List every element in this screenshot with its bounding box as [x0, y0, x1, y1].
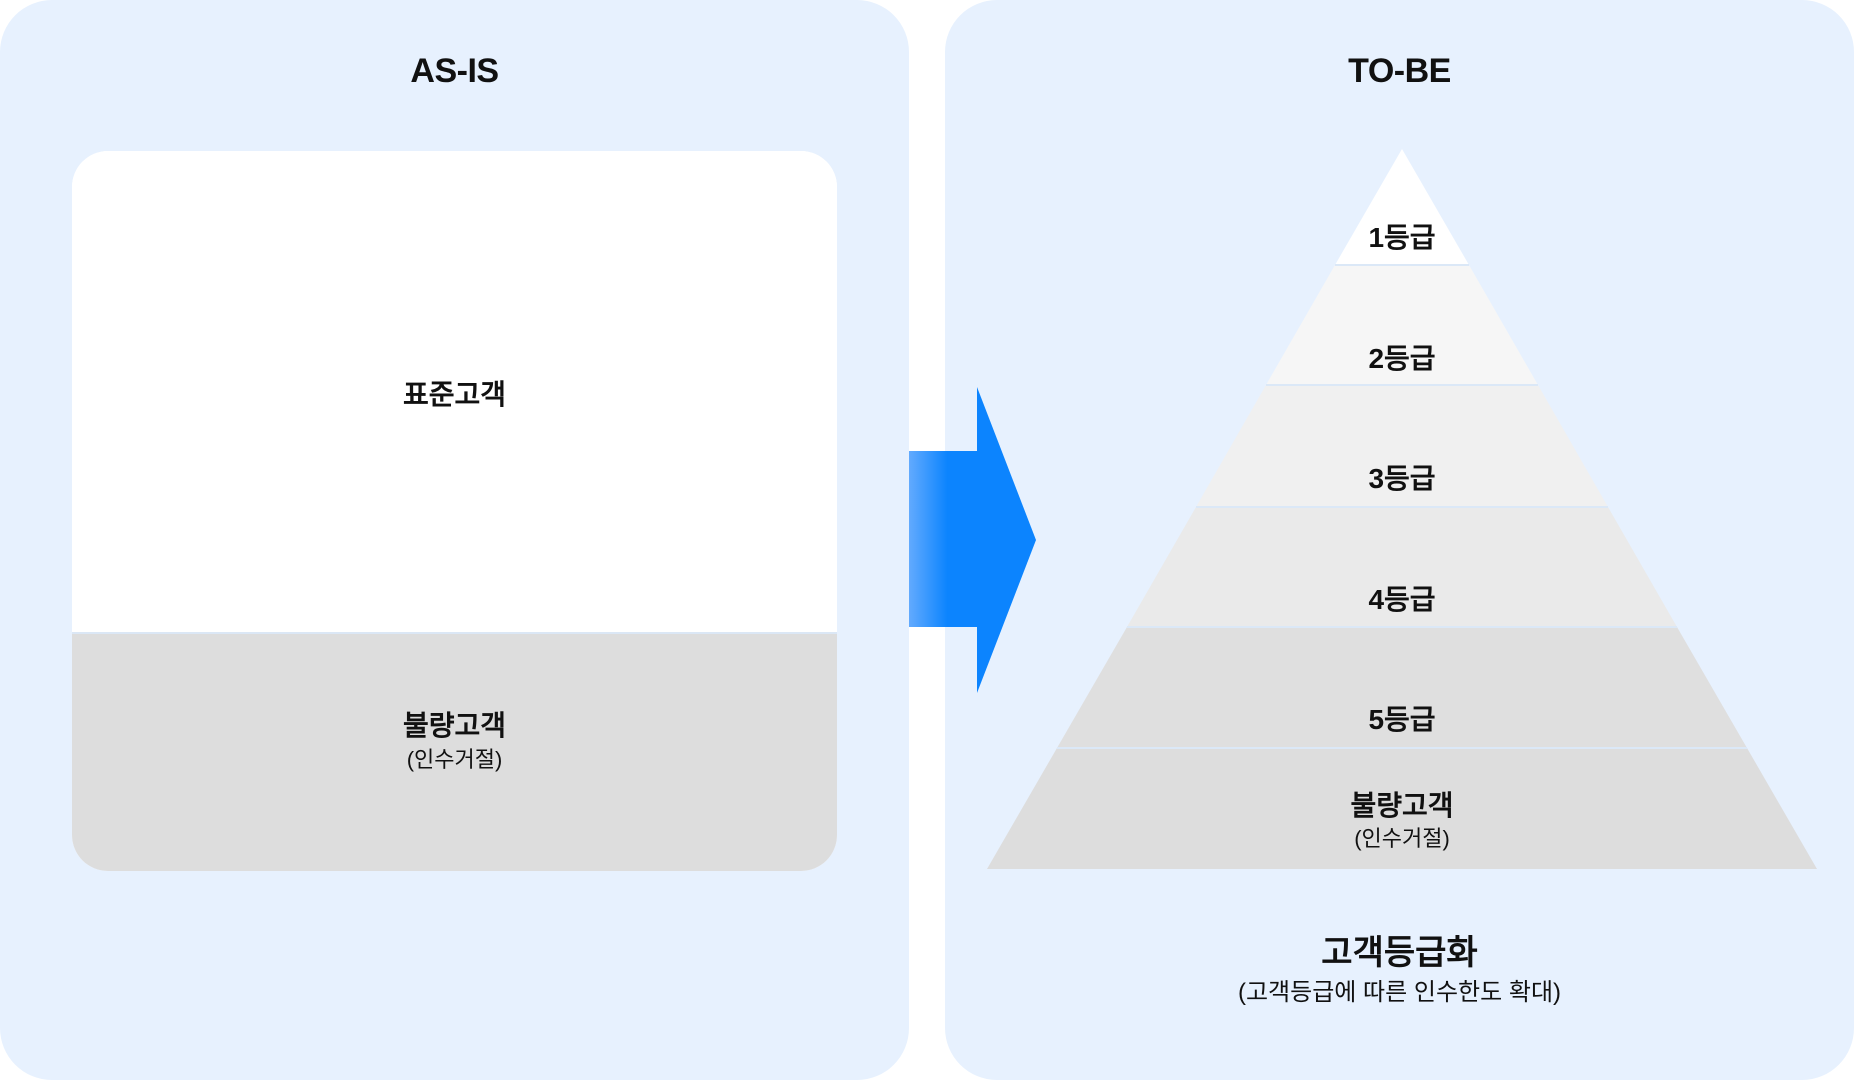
tier-6-sublabel: (인수거절) — [1354, 826, 1450, 851]
grade-pyramid — [987, 149, 1817, 869]
caption-title: 고객등급화 — [1321, 934, 1478, 972]
tier-3-shape — [1196, 385, 1608, 507]
bad-customer-segment: 불량고객 (인수거절) — [72, 632, 837, 871]
to-be-panel: TO-BE 1등급 2등급 3등급 4등급 5등급 불량고객 (인수거절) 고객… — [945, 0, 1854, 1080]
tier-5-shape — [1057, 627, 1747, 748]
standard-customer-label: 표준고객 — [402, 379, 507, 410]
tier-6-shape — [987, 748, 1817, 869]
tier-5-label: 5등급 — [1368, 704, 1436, 735]
tier-3-label: 3등급 — [1368, 463, 1436, 494]
bad-customer-sublabel: (인수거절) — [406, 747, 503, 772]
as-is-title: AS-IS — [410, 52, 499, 90]
tier-2-shape — [1266, 265, 1538, 385]
tier-4-label: 4등급 — [1368, 584, 1436, 615]
caption-subtitle: (고객등급에 따른 인수한도 확대) — [1237, 979, 1562, 1006]
bad-customer-label: 불량고객 — [402, 710, 507, 741]
right-arrow-icon — [909, 387, 1036, 693]
tier-1-shape — [1335, 149, 1469, 265]
tier-1-label: 1등급 — [1368, 222, 1436, 253]
standard-customer-segment: 표준고객 — [72, 151, 837, 631]
to-be-title: TO-BE — [1348, 52, 1451, 90]
tier-2-label: 2등급 — [1368, 343, 1436, 374]
as-is-customer-box: 표준고객 불량고객 (인수거절) — [72, 151, 837, 871]
tier-4-shape — [1127, 507, 1677, 627]
tier-6-label: 불량고객 — [1350, 790, 1454, 821]
as-is-panel: AS-IS 표준고객 불량고객 (인수거절) — [0, 0, 909, 1080]
